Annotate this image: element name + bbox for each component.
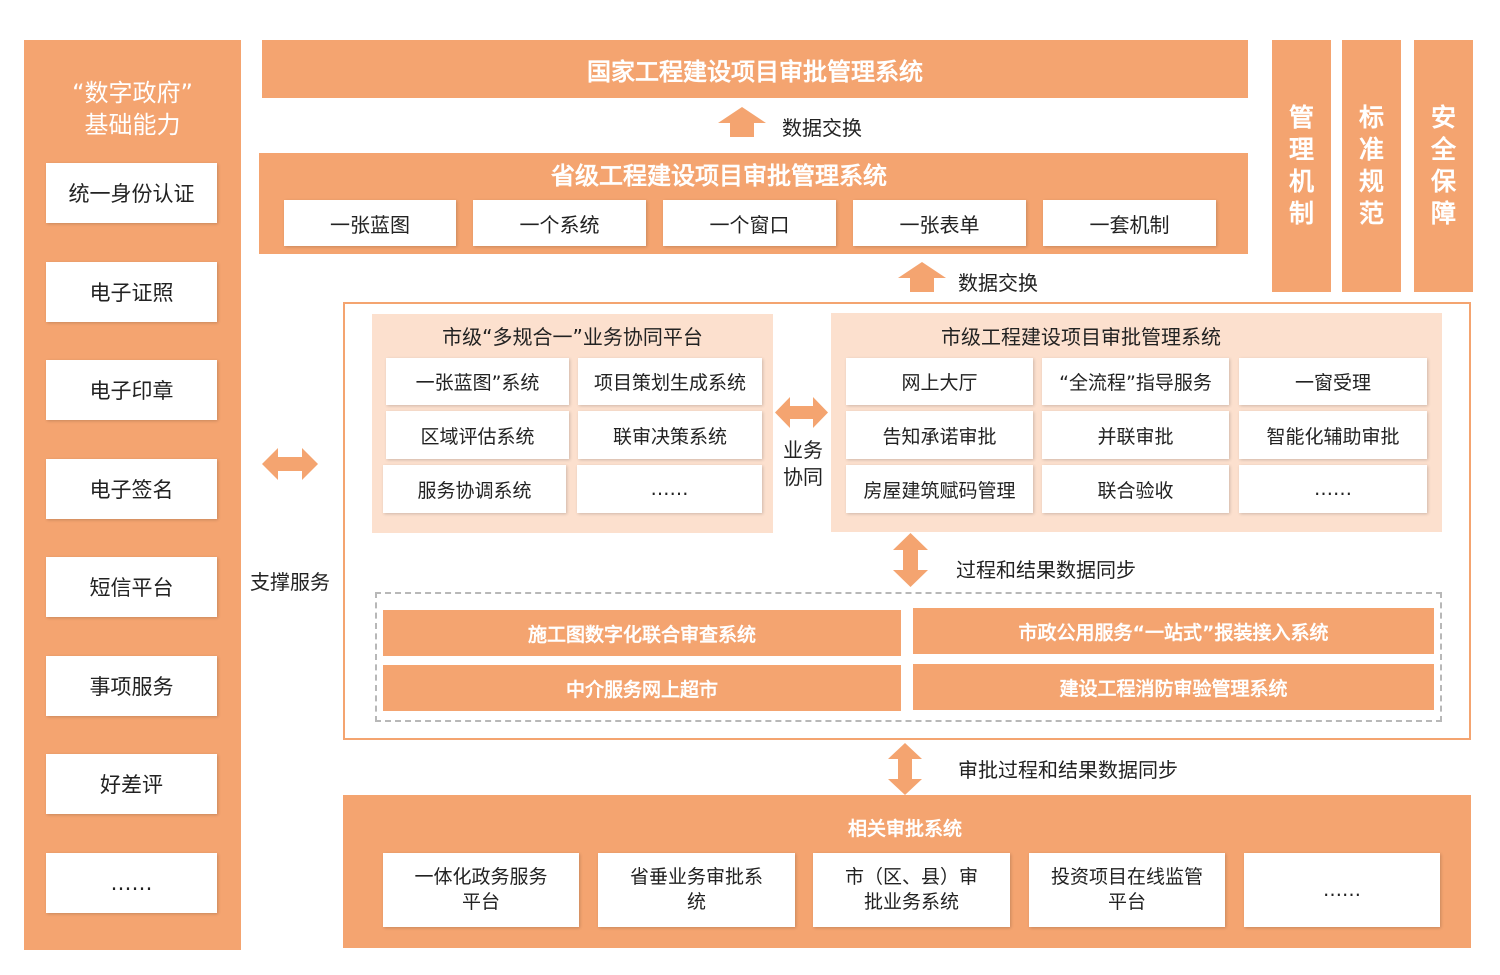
city-item-building-coding: 房屋建筑赋码管理: [846, 465, 1033, 513]
data-exchange-label-middle: 数据交换: [958, 271, 1038, 295]
related-item-city-district: 市（区、县）审 批业务系统: [813, 853, 1010, 927]
sync-vertical-double-arrow-icon: [893, 533, 928, 587]
approval-sync-vertical-double-arrow-icon: [888, 743, 922, 795]
province-item-mechanism: 一套机制: [1043, 200, 1216, 246]
capability-sms-platform: 短信平台: [46, 557, 217, 617]
platform-item-more: ……: [577, 465, 762, 513]
platform-item-service-coordination: 服务协调系统: [383, 465, 566, 513]
province-system-title: 省级工程建设项目审批管理系统: [551, 161, 887, 190]
province-item-blueprint: 一张蓝图: [284, 200, 456, 246]
city-item-full-process-guide: “全流程”指导服务: [1042, 358, 1229, 405]
national-system-bar: 国家工程建设项目审批管理系统: [262, 40, 1248, 98]
city-item-more: ……: [1239, 465, 1427, 513]
special-systems-group: [375, 592, 1442, 722]
city-item-smart-assist: 智能化辅助审批: [1239, 411, 1427, 459]
business-collaboration-label: 业务 协同: [783, 438, 823, 489]
management-mechanism-text: 管理机制: [1288, 103, 1314, 228]
related-item-investment-monitoring: 投资项目在线监管 平台: [1029, 853, 1225, 927]
capability-e-license: 电子证照: [46, 262, 217, 322]
digital-government-title-line1: “数字政府”: [72, 78, 193, 107]
exchange-up-arrow-icon: [718, 107, 766, 137]
related-item-more: ……: [1244, 853, 1440, 927]
city-item-one-window: 一窗受理: [1239, 358, 1427, 405]
special-intermediary-market: 中介服务网上超市: [383, 665, 901, 711]
security-text: 安全保障: [1430, 103, 1456, 228]
capability-evaluation: 好差评: [46, 754, 217, 814]
related-item-provincial-vertical: 省垂业务审批系 统: [598, 853, 795, 927]
city-collaboration-platform-title: 市级“多规合一”业务协同平台: [442, 324, 703, 349]
city-approval-system-title: 市级工程建设项目审批管理系统: [941, 324, 1221, 349]
capability-e-signature: 电子签名: [46, 459, 217, 519]
city-item-commitment-approval: 告知承诺审批: [846, 411, 1033, 459]
city-item-joint-acceptance: 联合验收: [1042, 465, 1229, 513]
platform-item-joint-review: 联审决策系统: [578, 411, 762, 459]
platform-item-regional-assessment: 区域评估系统: [386, 411, 569, 459]
related-item-integrated-service: 一体化政务服务 平台: [383, 853, 579, 927]
capability-unified-identity: 统一身份认证: [46, 163, 217, 223]
province-item-form: 一张表单: [853, 200, 1026, 246]
digital-government-title-line2: 基础能力: [84, 110, 181, 139]
approval-process-sync-label: 审批过程和结果数据同步: [958, 758, 1178, 782]
support-service-label: 支撑服务: [250, 570, 330, 594]
management-mechanism-bar: 管理机制: [1272, 40, 1331, 292]
capability-more: ……: [46, 853, 217, 913]
province-item-system: 一个系统: [473, 200, 646, 246]
special-construction-drawing-review: 施工图数字化联合审查系统: [383, 610, 901, 656]
data-exchange-label-top: 数据交换: [782, 116, 862, 140]
city-item-online-hall: 网上大厅: [846, 358, 1033, 405]
city-item-parallel-approval: 并联审批: [1042, 411, 1229, 459]
province-item-window: 一个窗口: [663, 200, 836, 246]
special-municipal-one-stop: 市政公用服务“一站式”报装接入系统: [913, 608, 1434, 654]
standards-bar: 标准规范: [1342, 40, 1401, 292]
capability-e-seal: 电子印章: [46, 360, 217, 420]
platform-item-project-planning: 项目策划生成系统: [578, 358, 762, 405]
capability-item-service: 事项服务: [46, 656, 217, 716]
standards-text: 标准规范: [1358, 103, 1384, 228]
exchange-up-arrow-icon-2: [898, 262, 946, 292]
process-result-sync-label: 过程和结果数据同步: [956, 558, 1136, 582]
support-double-arrow-icon: [262, 448, 318, 480]
platform-item-blueprint-system: 一张蓝图”系统: [386, 358, 569, 405]
special-fire-inspection: 建设工程消防审验管理系统: [913, 664, 1434, 710]
security-bar: 安全保障: [1414, 40, 1473, 292]
related-systems-title: 相关审批系统: [847, 817, 962, 840]
collaboration-double-arrow-icon: [775, 397, 828, 428]
